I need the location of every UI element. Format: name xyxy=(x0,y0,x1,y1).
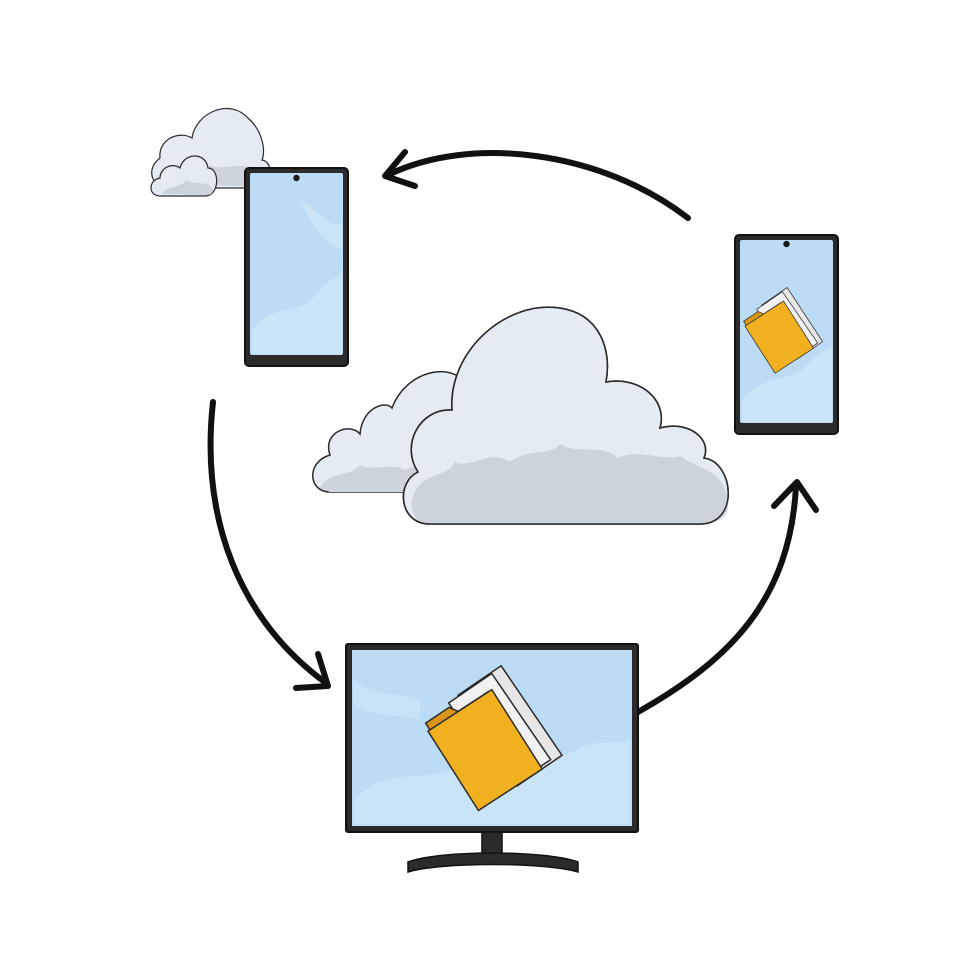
arrow-icon-left xyxy=(207,399,331,691)
small-cloud-front xyxy=(150,155,218,197)
folder-icon-phone xyxy=(743,287,824,374)
center-cloud-icon xyxy=(312,306,729,525)
phone-camera-dot xyxy=(293,174,300,182)
small-cloud-icon xyxy=(150,107,271,197)
monitor-stand xyxy=(407,831,579,874)
folder-icon-monitor xyxy=(424,664,564,812)
center-cloud-front xyxy=(402,306,729,525)
cycle-arrows xyxy=(207,149,819,715)
arrow-icon-top xyxy=(382,149,691,221)
phone-icon-right xyxy=(734,234,839,435)
phone-icon-left xyxy=(244,167,349,367)
phone-camera-dot xyxy=(783,240,790,248)
arrow-icon-right xyxy=(635,479,819,715)
monitor-icon xyxy=(345,643,639,874)
